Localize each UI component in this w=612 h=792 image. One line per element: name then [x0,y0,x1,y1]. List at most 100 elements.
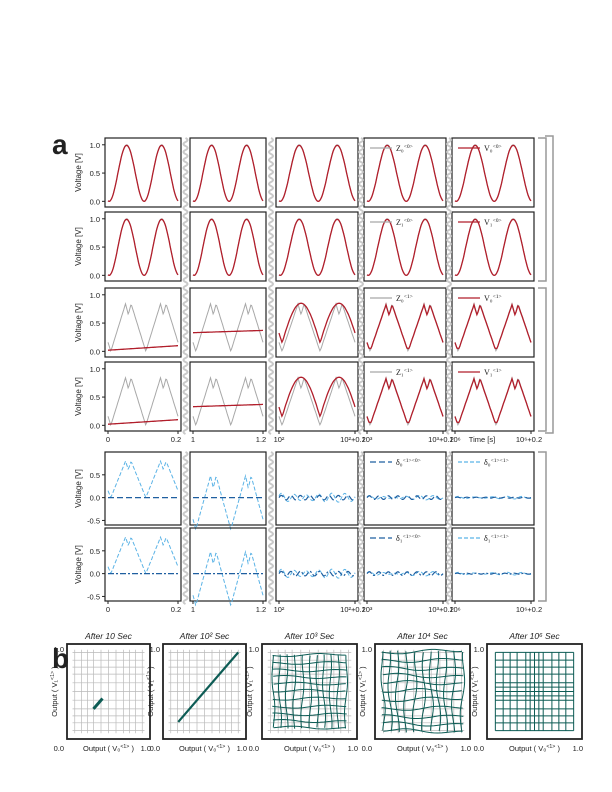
axis-break-line [446,137,452,435]
v-series-line [193,329,263,334]
v-series-line [366,144,444,202]
subplot-frame [451,211,535,282]
subplot-frame [451,361,535,432]
y-axis-label: Voltage [V] [74,469,83,508]
mesh-line [308,655,313,728]
y-tick-label: 1.0 [54,645,64,654]
delta-0-series-line [454,496,532,499]
x-tick-label: 0.0 [54,744,64,753]
mesh-frame [374,643,471,740]
z-series-line [192,301,264,353]
mesh-line [272,661,347,665]
mesh-frame [486,643,583,740]
subplot-frame [451,527,535,602]
y-tick-label: 1.0 [249,645,259,654]
subplot-frame [189,211,267,282]
axis-break-line [446,451,452,605]
mesh-line [403,651,409,733]
subplot-r2-c2 [275,287,359,358]
y-tick-label: 1.0 [90,291,100,300]
x-tick-label: 0 [106,435,110,444]
subplot-frame [451,137,535,208]
subplot-frame [104,451,182,526]
subplot-frame [363,527,447,602]
x-tick-label: 1.0 [573,744,583,753]
subplot-frame [275,451,359,526]
subplot-r1-c4: V₁<0> [451,211,535,282]
x-tick-label: 1.2 [256,605,266,614]
mesh-line [315,655,320,728]
mesh-line [381,705,463,711]
x-axis-label: Output ( V₀<1> ) [397,744,448,753]
x-tick-label: 1.0 [348,744,358,753]
subplot-frame [104,211,182,282]
y-tick-label: 0.5 [90,319,100,328]
mesh-line [459,651,466,733]
subplot-frame [363,361,447,432]
y-axis-label: Voltage [V] [74,377,83,416]
mesh-line [383,728,463,734]
subplot-r0-c4: V₀<0> [451,137,535,208]
legend-label: Z₁<1> [396,368,413,377]
v-series-line [366,376,444,424]
axis-break-line [268,137,274,435]
x-tick-label: 10² [274,605,285,614]
legend-label: δ₀<1><1> [484,458,509,467]
subplot-frame [363,287,447,358]
subplot-r4-c2 [275,451,359,526]
subplot-frame [104,287,182,358]
subplot-r4-c3: δ₀<1><0> [363,451,447,526]
v-series-line [454,376,532,424]
v-series-line [278,376,356,418]
mesh-line [336,654,340,729]
axis-break-line [182,451,189,605]
mesh-line [273,675,347,680]
subplot-frame [275,527,359,602]
mesh-line [382,721,464,727]
y-tick-label: 0.0 [90,421,100,430]
mesh-line [382,687,462,693]
mesh-line [387,650,393,732]
y-tick-label: -0.5 [87,592,100,601]
mesh-line [271,654,276,728]
mesh-line [383,680,463,686]
subplot-frame [189,527,267,602]
subplot-frame [104,361,182,432]
y-tick-label: 0.5 [90,471,100,480]
group-bracket-row-4-5 [538,451,547,602]
subplot-frame [104,527,182,602]
subplot-frame [189,137,267,208]
v-series-line [278,218,356,276]
axis-break-line [182,137,189,435]
subplot-r2-c4: V₀<1> [451,287,535,358]
subplot-frame [451,451,535,526]
mesh-line [381,648,463,655]
x-axis-label: Output ( V₀<1> ) [284,744,335,753]
y-tick-label: 1.0 [474,645,484,654]
x-axis-label: Output ( V₀<1> ) [509,744,560,753]
y-tick-label: 0.5 [90,243,100,252]
z-series-line [278,375,356,427]
delta-1-series-line [278,492,356,503]
mesh-frame [66,643,151,740]
group-bracket-row-0-3 [545,135,554,434]
legend-label: Z₀<1> [396,294,413,303]
subplot-r0-c2 [275,137,359,208]
z-series-line [278,301,356,353]
y-tick-label: 1.0 [362,645,372,654]
y-tick-label: 0.0 [90,271,100,280]
mesh-line [343,655,348,729]
x-tick-label: 0.2 [171,435,181,444]
y-tick-label: 0.0 [90,347,100,356]
x-tick-label: 10³+0.2 [428,435,454,444]
legend-label: V₀<1> [484,294,502,303]
x-tick-label: 0 [106,605,110,614]
group-bracket-row-2-3 [538,287,547,432]
v-series-line [108,345,178,351]
